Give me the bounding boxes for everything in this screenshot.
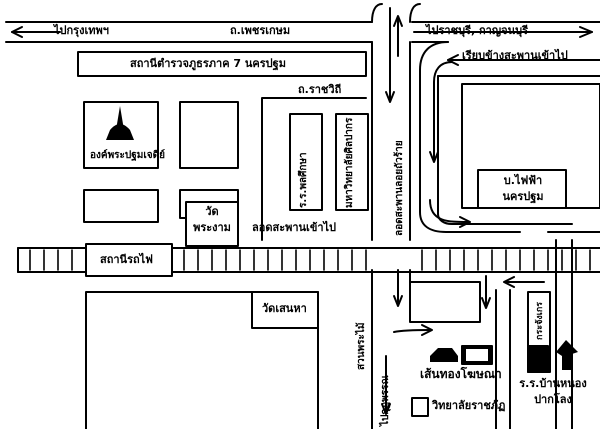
block-police-station (77, 51, 367, 77)
label-phetkasem-rd: ถ.เพชรเกษม (230, 24, 291, 37)
block-lower-left (85, 291, 319, 429)
label-wat-phra-ngam-2: พระงาม (193, 221, 231, 234)
label-police-station: สถานีตำรวจภูธรภาค 7 นครปฐม (130, 57, 286, 70)
label-rachawithi-rd: ถ.ราชวิถี (298, 83, 342, 96)
label-stores: กระจังเกร (535, 301, 545, 340)
train-station-box (85, 243, 173, 277)
block-wat-phra-ngam (185, 201, 239, 247)
block-rajabhat (411, 397, 429, 417)
label-to-kutprun: ไปกุฏพรรณ (380, 375, 391, 426)
stores-hatch (527, 345, 549, 373)
block-lower-right-1 (409, 281, 481, 323)
block-a (179, 101, 239, 169)
block-phra-pathom-chedi (83, 101, 159, 169)
block-silpakorn (335, 113, 369, 211)
road-vertical-main (371, 3, 421, 429)
label-phonla-school: ร.ร.พลศึกษา (298, 152, 309, 208)
label-underpass-vertical: ลอดสะพานลอยถัวร้าย (394, 140, 405, 236)
label-along-bridge: เรียบข้างสะพานเข้าไป (462, 49, 568, 62)
road-right-curve (419, 41, 600, 233)
pointing-hand-icon (556, 340, 578, 370)
block-right-big (461, 83, 600, 209)
label-wat-phra-ngam-1: วัด (205, 205, 219, 218)
label-suan-phra-nai: สวนพระไม้ (356, 322, 367, 370)
label-ban-nong-school-1: ร.ร.บ้านหนอง (519, 377, 587, 390)
arrows-vertical-road (381, 7, 403, 415)
label-ban-nong-school-2: ปากโลง (534, 393, 572, 406)
block-school-outline (261, 97, 367, 241)
block-b (83, 189, 159, 223)
label-electric-company-2: นครปฐม (502, 190, 544, 203)
arrow-to-ratchaburi (411, 21, 600, 43)
arrow-to-bangkok (11, 26, 61, 38)
chedi-icon (106, 106, 134, 140)
label-electric-company-1: บ.ไฟฟ้า (503, 174, 543, 187)
label-silpakorn: มหาวิทยาลัยศิลปากร (344, 117, 355, 208)
block-wat-sanehar (251, 291, 319, 329)
block-phonla-school (289, 113, 323, 211)
label-phra-pathom-chedi: องค์พระปฐมเจดีย์ (90, 150, 165, 161)
label-underpass: ลอดสะพานเข้าไป (252, 221, 337, 234)
road-phetkasem (5, 21, 373, 43)
car-icon (430, 348, 458, 362)
label-to-ratchaburi: ไปราชบุรี, กาญจนบุรี (426, 24, 529, 37)
label-saem-thong-kosana: เส้นทองโฆษณา (420, 367, 502, 381)
label-train-station: สถานีรถไฟ (100, 253, 153, 266)
label-to-bangkok: ไปกรุงเทพฯ (54, 24, 109, 37)
label-rajabhat: วิทยาลัยราชภัฏ (432, 399, 506, 412)
label-wat-sanehar: วัดเสนหา (262, 302, 307, 315)
